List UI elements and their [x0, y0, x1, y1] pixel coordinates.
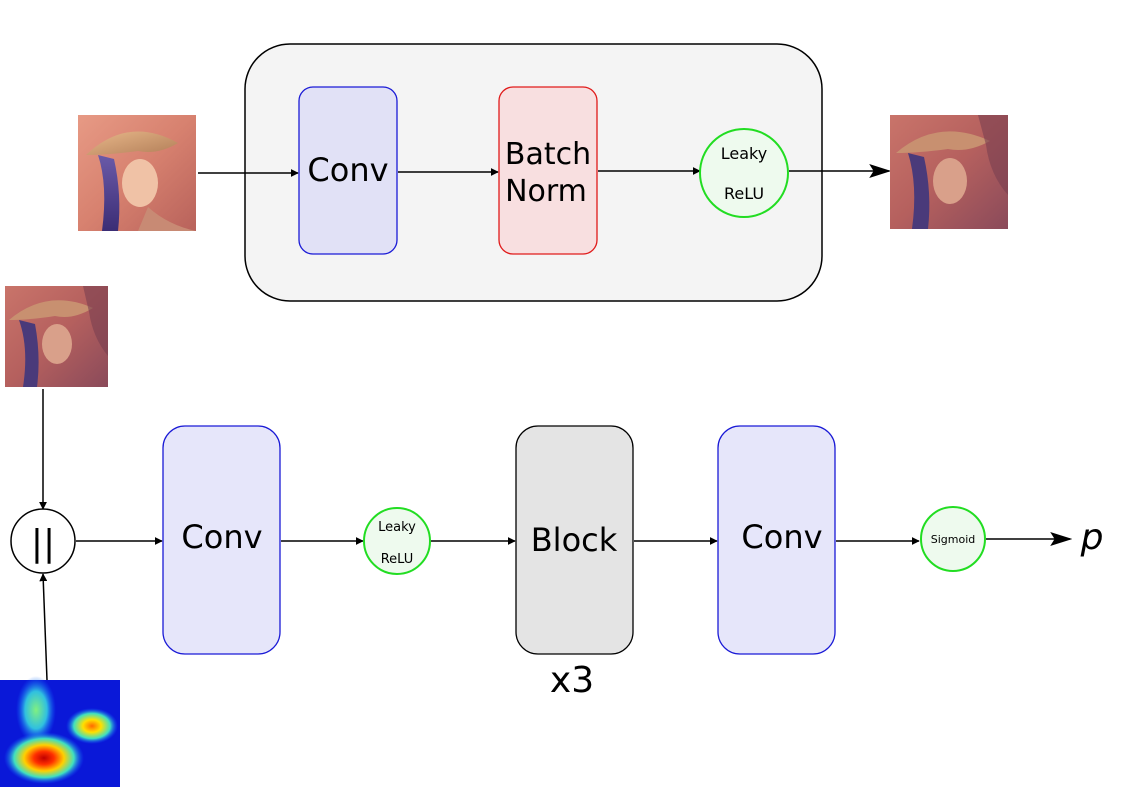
block-node — [515, 425, 634, 655]
input-image-portrait — [78, 115, 196, 231]
conv2-label: Conv — [741, 518, 822, 556]
heatmap-image — [0, 676, 120, 787]
block-label: Block — [531, 521, 618, 559]
sigmoid-label: Sigmoid — [931, 533, 976, 546]
conv1-label: Conv — [181, 518, 262, 556]
concat-node — [10, 508, 76, 574]
activation-node — [363, 507, 431, 575]
block-activation-label-line1: Leaky — [721, 144, 767, 163]
activation-label-line1: Leaky — [378, 520, 416, 535]
concat-symbol: || — [31, 523, 55, 564]
sigmoid-node — [920, 506, 986, 572]
activation-label-line2: ReLU — [381, 552, 414, 567]
condition-image-portrait — [5, 286, 108, 387]
output-probability-label: p — [1080, 517, 1104, 558]
conv2-node — [717, 425, 836, 655]
block-activation-node — [699, 128, 789, 218]
batchnorm-node — [498, 86, 598, 255]
batchnorm-label-line1: Batch — [505, 137, 591, 172]
arrow-heatmap-to-concat — [39, 573, 48, 681]
block-repeat-label: x3 — [550, 660, 594, 701]
block-conv-node — [298, 86, 398, 255]
block-conv-label: Conv — [307, 151, 388, 189]
block-activation-label-line2: ReLU — [724, 184, 764, 203]
output-image-portrait — [890, 115, 1008, 229]
batchnorm-label-line2: Norm — [505, 174, 587, 209]
conv1-node — [162, 425, 281, 655]
